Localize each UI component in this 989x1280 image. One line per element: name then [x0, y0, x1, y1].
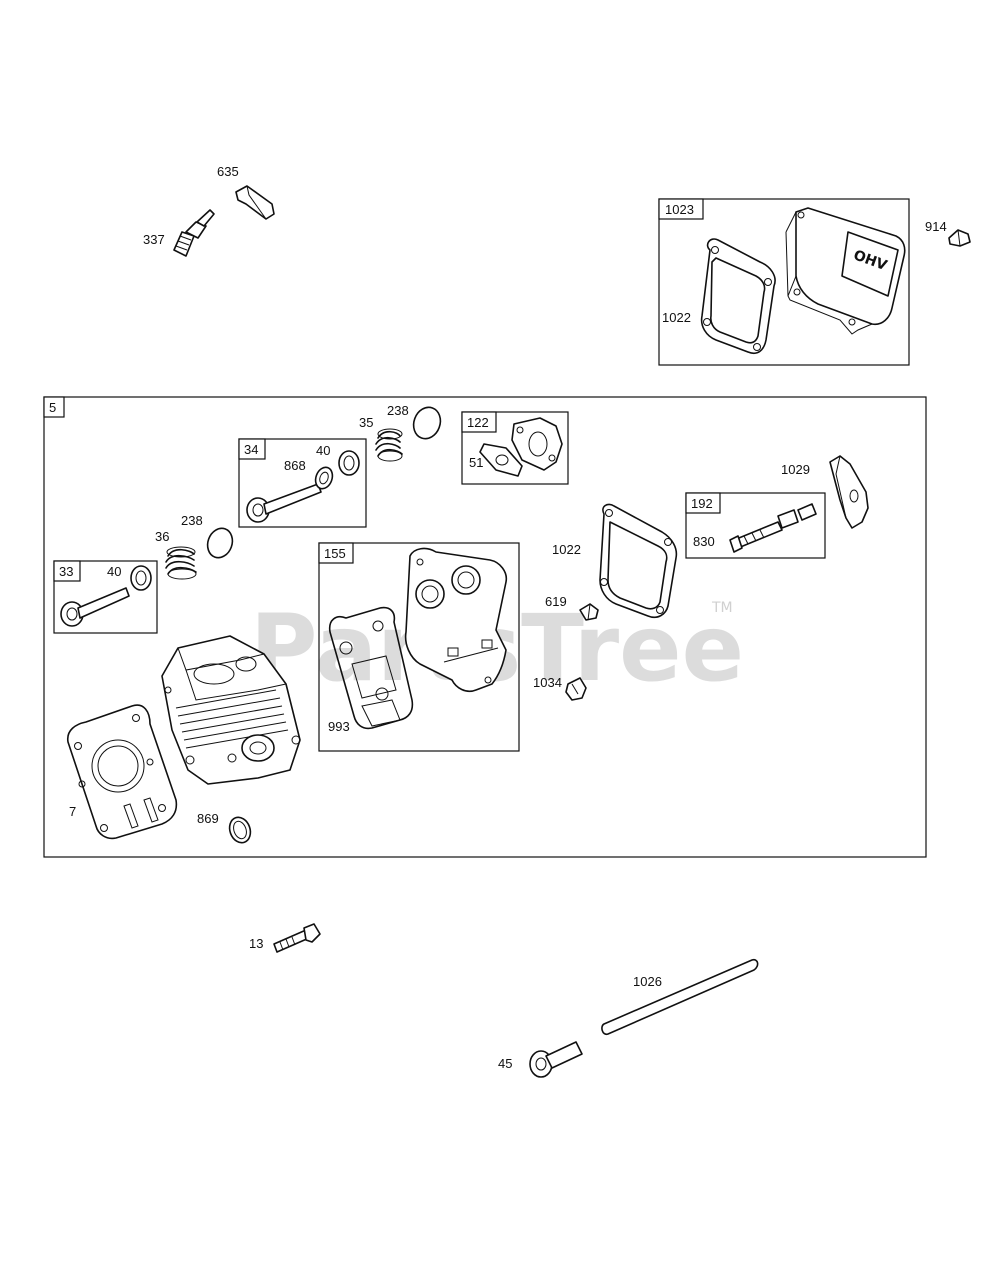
gasket-51-icon[interactable]	[479, 443, 523, 477]
callout-1026: 1026	[633, 974, 662, 989]
callout-914: 914	[925, 219, 947, 234]
seal-869-icon[interactable]	[226, 814, 254, 845]
callout-238-bottom: 238	[181, 513, 203, 528]
spark-plug-boot-icon[interactable]	[235, 185, 275, 220]
rocker-stud-icon[interactable]	[729, 503, 817, 553]
tappet-icon[interactable]	[529, 1041, 583, 1078]
screw-619-icon[interactable]	[579, 603, 599, 621]
callout-1022-mid: 1022	[552, 542, 581, 557]
assembly-192-frame: 192	[685, 492, 826, 559]
callout-51: 51	[469, 455, 483, 470]
gasket-993-icon[interactable]	[328, 606, 414, 730]
callout-1034: 1034	[533, 675, 562, 690]
valve-icon[interactable]	[246, 483, 322, 523]
intake-adapter-icon[interactable]	[511, 417, 563, 471]
bolt-13-icon[interactable]	[273, 923, 321, 953]
callout-635: 635	[217, 164, 239, 179]
callout-40-top: 40	[316, 443, 330, 458]
spring-icon[interactable]	[375, 428, 403, 462]
valve-cap-2-icon[interactable]	[204, 525, 237, 561]
valve-cap-icon[interactable]	[409, 404, 444, 443]
callout-619: 619	[545, 594, 567, 609]
assembly-5-label: 5	[49, 400, 56, 415]
spark-plug-icon[interactable]	[173, 209, 215, 257]
gasket-rocker-icon[interactable]	[599, 503, 678, 619]
callout-45: 45	[498, 1056, 512, 1071]
callout-869: 869	[197, 811, 219, 826]
assembly-1023-label: 1023	[665, 202, 694, 217]
callout-1022-top: 1022	[662, 310, 691, 325]
assembly-1023-frame: 1023	[658, 198, 910, 366]
assembly-34-label: 34	[244, 442, 258, 457]
head-gasket-icon[interactable]	[66, 704, 178, 840]
assembly-155-frame: 155	[318, 542, 520, 752]
callout-1029: 1029	[781, 462, 810, 477]
rocker-arm-icon[interactable]	[829, 455, 869, 529]
callout-7: 7	[69, 804, 76, 819]
assembly-155-label: 155	[324, 546, 346, 561]
gasket-icon[interactable]	[700, 238, 776, 355]
assembly-192-label: 192	[691, 496, 713, 511]
retainer-icon[interactable]	[313, 450, 360, 491]
assembly-122-label: 122	[467, 415, 489, 430]
valve-cover-icon[interactable]: OHV	[785, 207, 906, 335]
assembly-122-frame: 122	[461, 411, 569, 485]
intake-plate-icon[interactable]	[404, 547, 508, 693]
watermark-tm: TM	[711, 600, 733, 616]
callout-238-top: 238	[387, 403, 409, 418]
assembly-33-frame: 33	[53, 560, 158, 634]
spring-2-icon[interactable]	[165, 546, 197, 580]
valve-2-icon[interactable]	[60, 565, 152, 627]
assembly-33-label: 33	[59, 564, 73, 579]
cylinder-head-icon[interactable]	[161, 635, 301, 785]
callout-868: 868	[284, 458, 306, 473]
callout-830: 830	[693, 534, 715, 549]
callout-35: 35	[359, 415, 373, 430]
callout-40-bottom: 40	[107, 564, 121, 579]
callout-993: 993	[328, 719, 350, 734]
bolt-icon[interactable]	[948, 229, 971, 247]
assembly-5-frame: 5	[43, 396, 927, 858]
callout-36: 36	[155, 529, 169, 544]
assembly-34-frame: 34	[238, 438, 367, 528]
callout-13: 13	[249, 936, 263, 951]
pushrod-icon[interactable]	[601, 958, 759, 1036]
callout-337: 337	[143, 232, 165, 247]
nut-1034-icon[interactable]	[565, 677, 587, 701]
